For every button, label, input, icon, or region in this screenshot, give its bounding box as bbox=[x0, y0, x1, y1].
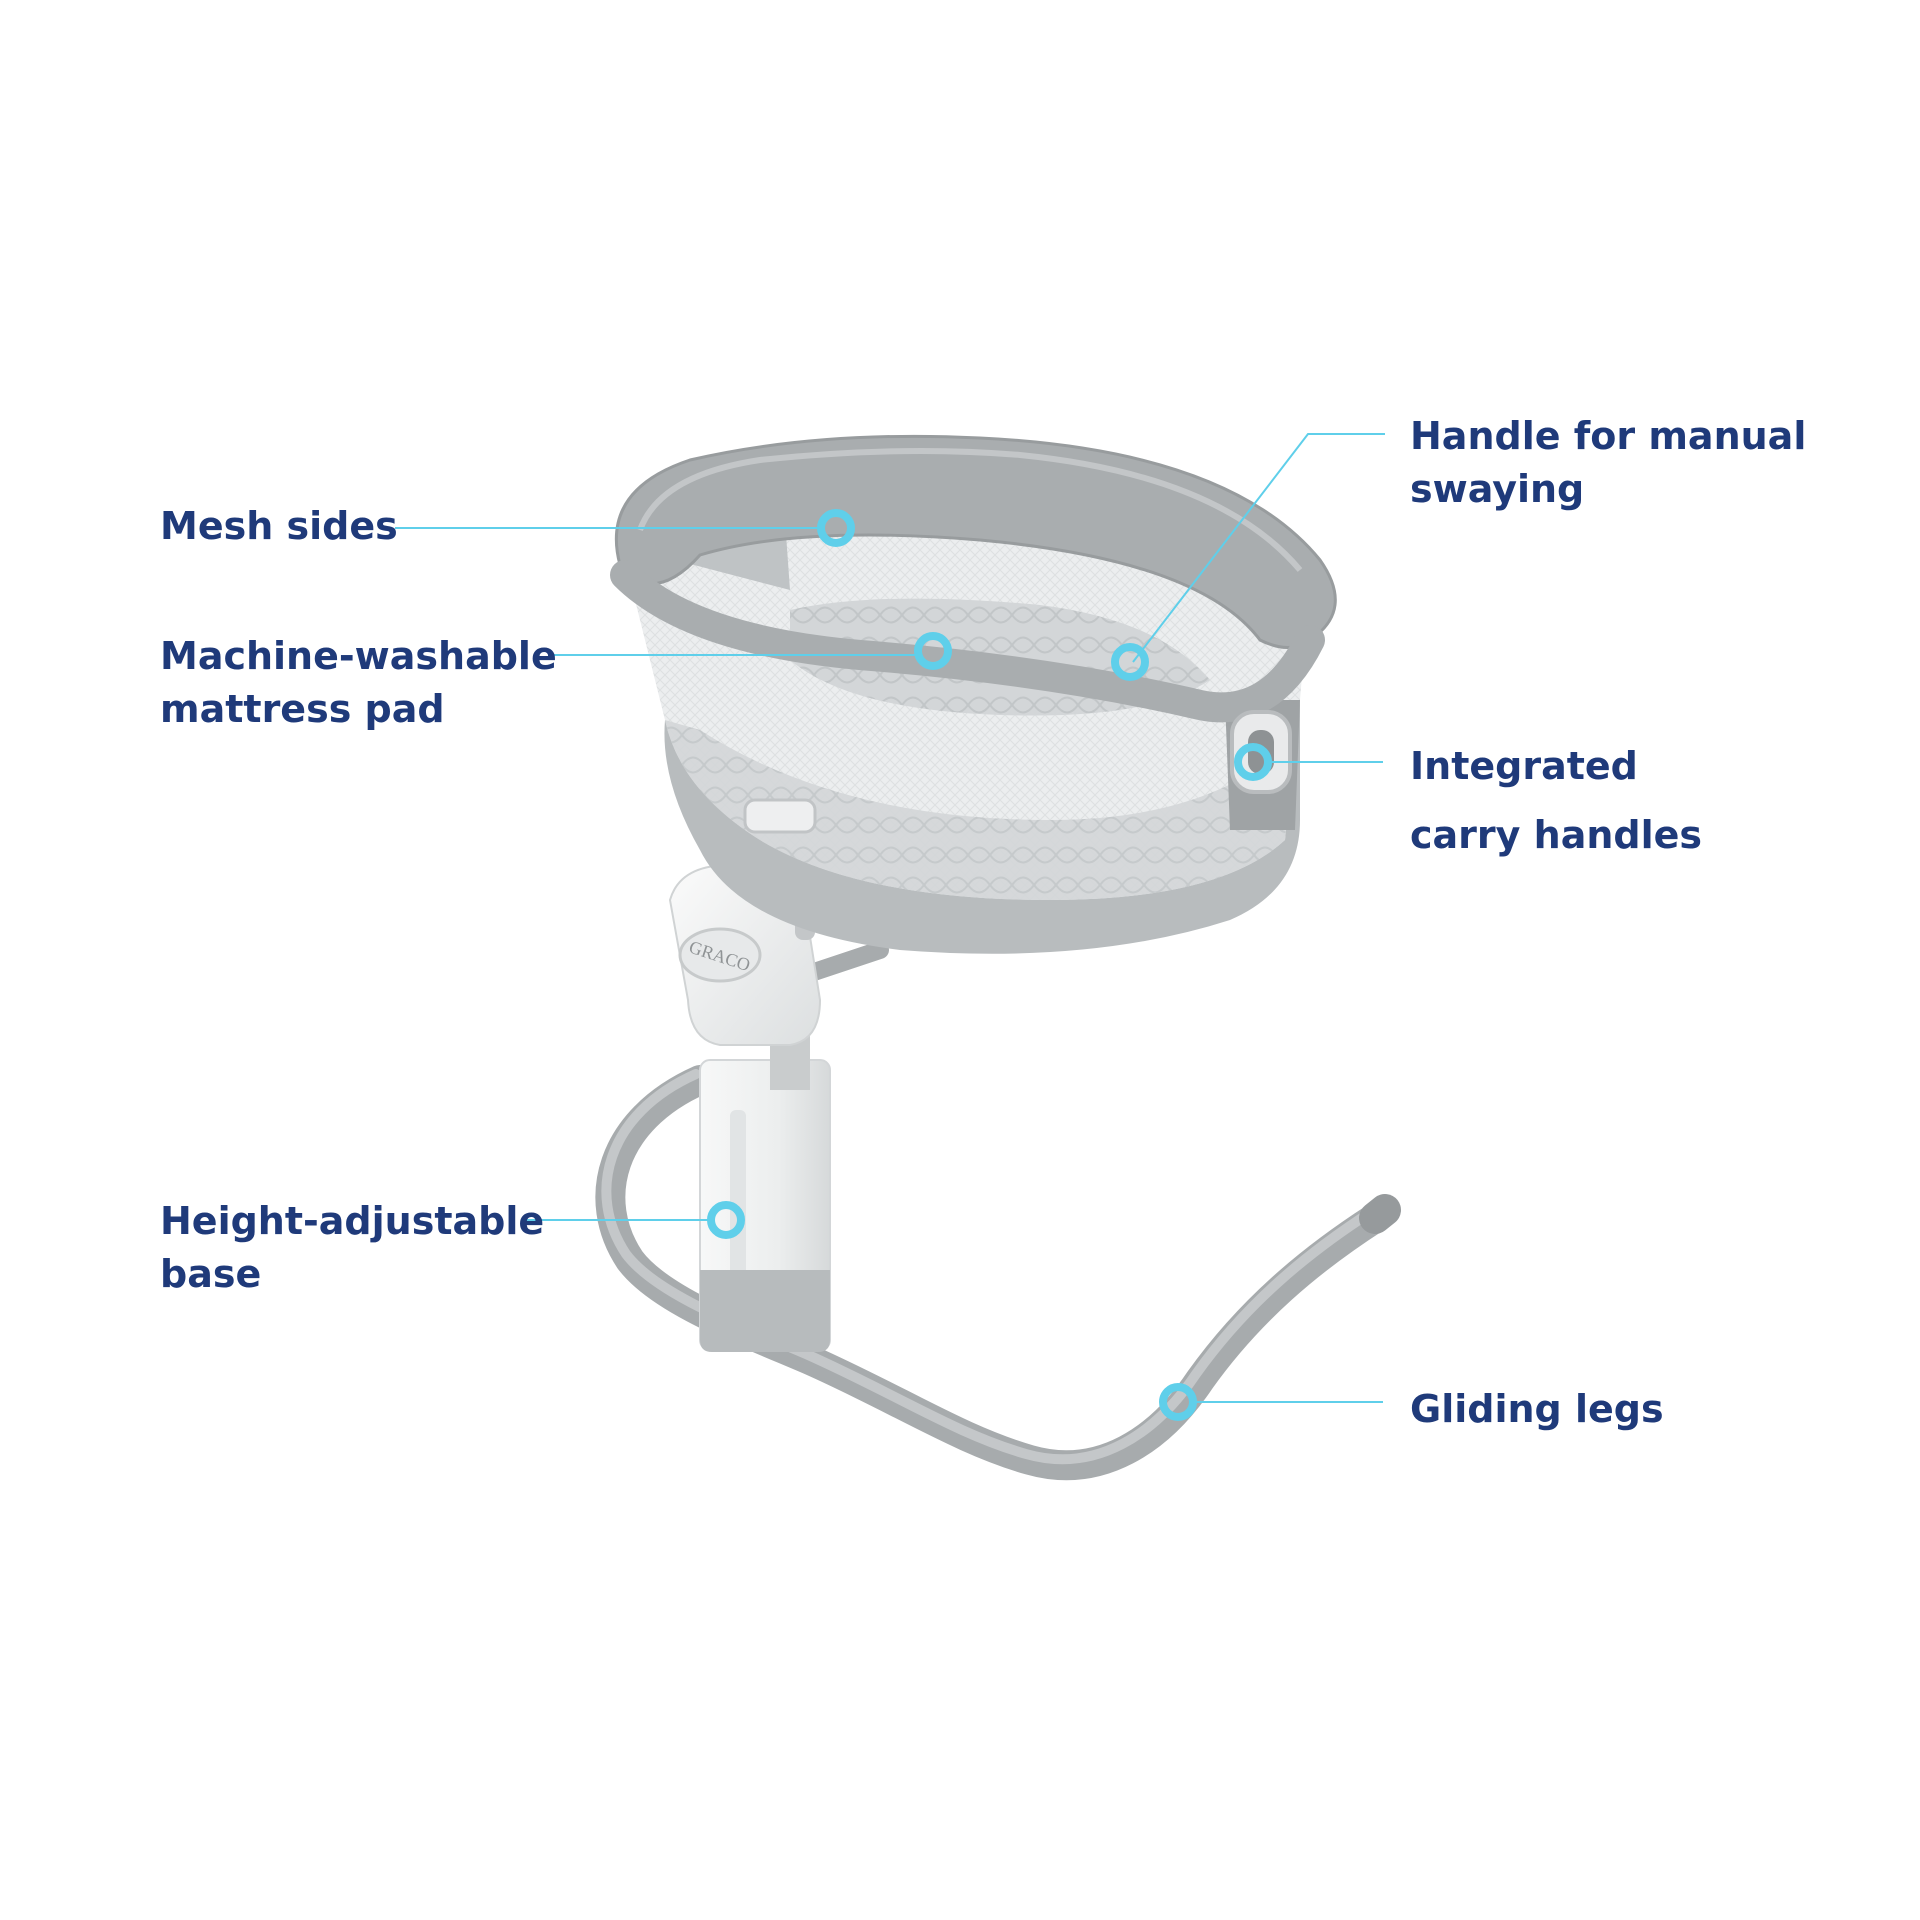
callout-markers bbox=[707, 509, 1272, 1421]
label-mattress-pad-line2: mattress pad bbox=[160, 687, 445, 731]
marker-mesh-sides bbox=[817, 509, 855, 547]
label-height-base: Height-adjustable base bbox=[160, 1195, 544, 1301]
label-mesh-sides-line1: Mesh sides bbox=[160, 504, 398, 548]
label-carry-handles-line2: carry handles bbox=[1410, 813, 1703, 857]
label-swaying-handle-line2: swaying bbox=[1410, 467, 1585, 511]
marker-carry-handles bbox=[1234, 743, 1272, 781]
basket-top-rim bbox=[614, 434, 1337, 649]
marker-mattress-pad bbox=[914, 632, 952, 670]
leader-swaying-handle bbox=[1132, 433, 1385, 663]
label-mattress-pad: Machine-washable mattress pad bbox=[160, 630, 557, 736]
label-height-base-line1: Height-adjustable bbox=[160, 1199, 545, 1243]
label-height-base-line2: base bbox=[160, 1252, 262, 1296]
label-gliding-legs: Gliding legs bbox=[1410, 1383, 1664, 1436]
label-mesh-sides: Mesh sides bbox=[160, 500, 398, 553]
marker-gliding-legs bbox=[1159, 1383, 1197, 1421]
label-gliding-legs-line1: Gliding legs bbox=[1410, 1387, 1664, 1431]
marker-swaying-handle bbox=[1111, 643, 1149, 681]
label-carry-handles-line1: Integrated bbox=[1410, 744, 1638, 788]
bassinet-illustration: GRACO bbox=[595, 434, 1401, 1481]
label-carry-handles: Integrated carry handles bbox=[1410, 740, 1702, 862]
label-swaying-handle-line1: Handle for manual bbox=[1410, 414, 1807, 458]
marker-height-base bbox=[707, 1201, 745, 1239]
label-swaying-handle: Handle for manual swaying bbox=[1410, 410, 1806, 516]
label-mattress-pad-line1: Machine-washable bbox=[160, 634, 557, 678]
callout-leaders bbox=[395, 433, 1385, 1403]
